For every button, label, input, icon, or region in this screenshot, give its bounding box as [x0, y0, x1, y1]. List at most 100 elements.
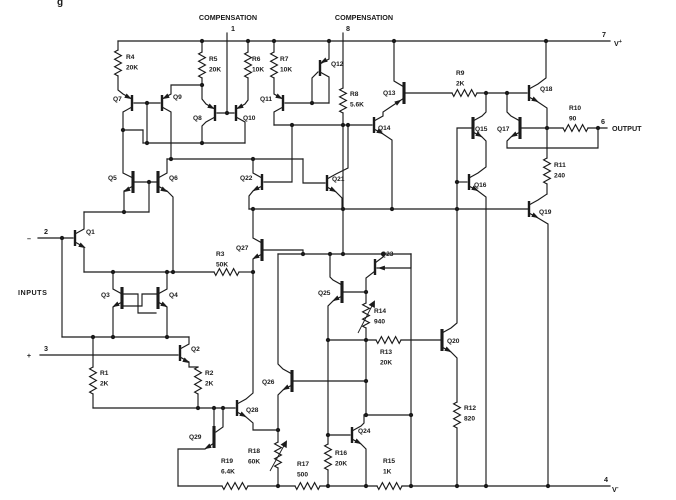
junction-dot [110, 269, 116, 275]
wire-segment [201, 77, 216, 110]
junction-dot [146, 179, 152, 185]
junction-dot [144, 140, 150, 146]
wire-segment [235, 116, 246, 144]
vminus-pin-number: 4 [604, 475, 608, 484]
wire-segment [273, 106, 284, 126]
emitter-arrow-icon [475, 131, 483, 138]
wire-segment [123, 293, 157, 314]
emitter-arrow-icon [320, 57, 328, 64]
wire-segment [365, 270, 376, 293]
junction-dot [595, 125, 601, 131]
resistor-r2 [193, 366, 203, 395]
resistor-value-r5: 20K [209, 67, 221, 74]
emitter-arrow-icon [510, 131, 518, 138]
wire-segment [376, 253, 412, 269]
emitter-arrow-icon [377, 265, 385, 271]
wire-segment [472, 92, 487, 122]
emitter-arrow-icon [282, 384, 290, 391]
junction-dot [164, 334, 170, 340]
noninverting-pin-number: 3 [44, 344, 48, 353]
transistor-label-q29: Q29 [189, 434, 202, 441]
junction-dot [110, 334, 116, 340]
resistor-label-r10: R10 [569, 105, 581, 112]
vplus-pin-number: 7 [602, 30, 606, 39]
wire-segment [123, 185, 134, 213]
junction-dot [454, 179, 460, 185]
junction-dot [289, 122, 295, 128]
emitter-arrow-icon [252, 185, 260, 192]
trim-arrow-head-icon [280, 440, 287, 449]
junction-dots [59, 38, 601, 489]
resistor-r9 [451, 88, 478, 98]
wire-segment [263, 249, 304, 255]
wire-segment [157, 158, 168, 179]
resistor-label-r15: R15 [383, 458, 395, 465]
resistor-r15 [376, 481, 403, 491]
resistor-r1 [88, 366, 98, 395]
wire-segment [161, 106, 172, 160]
vminus-label: V- [612, 485, 619, 494]
resistor-label-r5: R5 [209, 56, 218, 63]
emitter-arrow-icon [531, 212, 539, 219]
circuit-wires [37, 32, 611, 487]
transistor-label-q10: Q10 [243, 115, 256, 122]
wire-segment [252, 158, 263, 179]
emitter-arrow-icon [394, 99, 402, 106]
junction-dot [168, 156, 174, 162]
resistor-label-r17: R17 [297, 461, 309, 468]
junction-dot [454, 206, 460, 212]
component-labels: R12KR22KR350KR420KR520KR610KR710KR85.6KR… [86, 54, 581, 479]
wire-segment [157, 185, 174, 273]
resistor-r18 [273, 441, 283, 469]
resistor-value-r4: 20K [126, 65, 138, 72]
junction-dot [170, 269, 176, 275]
junction-dot [144, 100, 150, 106]
resistor-value-r1: 2K [100, 381, 109, 388]
resistor-value-r9: 2K [456, 81, 465, 88]
resistor-symbols [88, 49, 589, 491]
transistor-label-q11: Q11 [260, 96, 272, 103]
transistor-label-q14: Q14 [378, 125, 391, 132]
emitter-arrow-icon [236, 103, 244, 110]
vplus-label: V+ [614, 39, 622, 48]
emitter-arrow-icon [239, 411, 247, 418]
junction-dot [504, 90, 510, 96]
transistor-label-q9: Q9 [173, 94, 182, 101]
resistor-value-r6: 10K [252, 67, 264, 74]
resistor-value-r11: 240 [554, 173, 565, 180]
junction-dot [199, 38, 205, 44]
transistor-label-q6: Q6 [169, 175, 178, 182]
junction-dot [345, 122, 351, 128]
resistor-value-r13: 20K [380, 360, 392, 367]
emitter-arrow-icon [329, 186, 337, 193]
junction-dot [363, 483, 369, 489]
resistor-value-r2: 2K [205, 381, 214, 388]
resistor-value-r7: 10K [280, 67, 292, 74]
wire-segment [528, 40, 547, 90]
wire-segment [441, 127, 472, 334]
junction-dot [340, 251, 346, 257]
noninverting-sign: + [27, 351, 31, 360]
resistor-r3 [213, 267, 240, 277]
wire-segment [311, 71, 319, 104]
wire-segment [468, 185, 487, 487]
transistor-label-q7: Q7 [113, 96, 122, 103]
resistor-r16 [323, 443, 333, 471]
resistor-label-r18: R18 [248, 448, 260, 455]
junction-dot [300, 251, 306, 257]
wire-segment [179, 336, 190, 350]
inverting-sign: – [27, 234, 31, 243]
junction-dot [408, 483, 414, 489]
resistor-r4 [113, 49, 123, 77]
transistor-label-q19: Q19 [539, 209, 552, 216]
wire-segment [351, 438, 367, 487]
inverting-pin-number: 2 [44, 227, 48, 236]
junction-dot [545, 483, 551, 489]
wire-segment [373, 128, 393, 210]
wire-segment [201, 116, 216, 144]
wire-segment [277, 384, 293, 443]
resistor-value-r17: 500 [297, 472, 308, 479]
junction-dot [325, 432, 331, 438]
